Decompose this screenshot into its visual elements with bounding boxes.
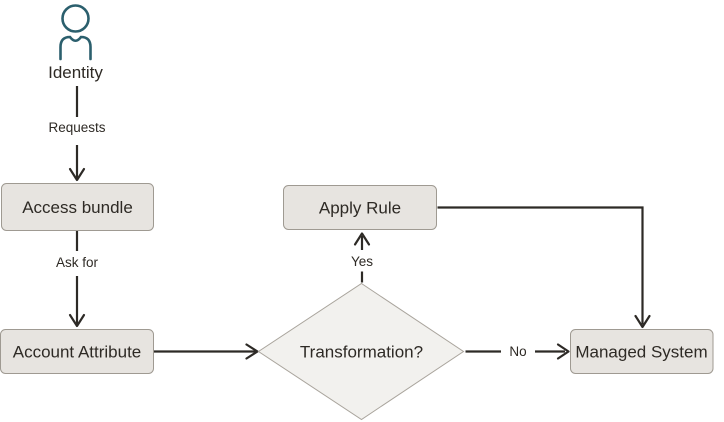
node-account-attribute-label: Account Attribute: [13, 343, 142, 362]
node-managed-system-box: [570, 329, 714, 374]
identity-person-icon: [59, 4, 92, 61]
decision-transformation-shape: [257, 282, 465, 421]
edge-apply-rule-to-managed-system: [437, 206, 651, 329]
arrowhead-right-icon: [245, 343, 259, 360]
arrowhead-up-icon: [353, 232, 371, 246]
edge-access-bundle-to-account-attribute: Ask for: [56, 231, 99, 328]
arrowhead-down-icon: [634, 314, 651, 329]
node-identity-label: Identity: [48, 63, 103, 82]
edge-label-ask-for: Ask for: [56, 255, 99, 270]
arrowhead-down-icon: [68, 167, 86, 182]
node-account-attribute: Account Attribute: [0, 329, 154, 374]
edge-transformation-to-managed-system: No: [465, 343, 570, 360]
person-head-icon: [61, 4, 90, 33]
person-shoulders-icon: [59, 35, 92, 61]
node-managed-system: Managed System: [570, 329, 714, 374]
edge-identity-to-access-bundle: Requests: [48, 86, 106, 182]
node-managed-system-label: Managed System: [575, 343, 707, 362]
arrowhead-down-icon: [68, 313, 86, 328]
edge-line: [437, 206, 644, 325]
edge-label-no: No: [509, 344, 526, 359]
edge-label-requests: Requests: [48, 120, 105, 135]
node-apply-rule-box: [283, 185, 437, 230]
decision-transformation: Transformation?: [257, 282, 465, 421]
node-access-bundle-label: Access bundle: [22, 198, 133, 217]
arrowhead-right-icon: [556, 343, 570, 360]
edge-label-yes: Yes: [351, 254, 373, 269]
decision-transformation-label: Transformation?: [300, 343, 423, 362]
node-access-bundle-box: [1, 183, 154, 231]
node-account-attribute-box: [0, 329, 154, 374]
node-access-bundle: Access bundle: [1, 183, 154, 231]
node-apply-rule: Apply Rule: [283, 185, 437, 230]
edge-account-attribute-to-transformation: [154, 343, 259, 360]
node-apply-rule-label: Apply Rule: [319, 199, 401, 218]
edge-transformation-to-apply-rule: Yes: [351, 232, 373, 283]
